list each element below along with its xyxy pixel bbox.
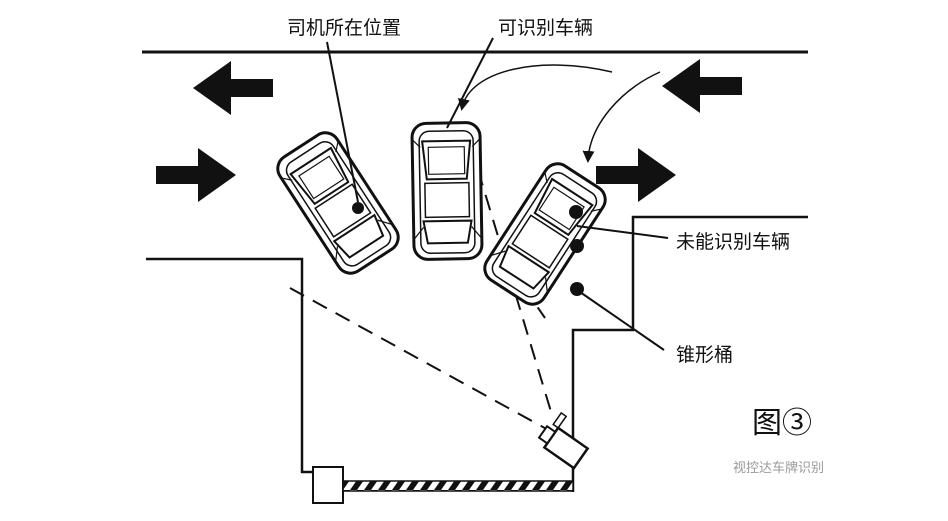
label-recognizable-vehicle: 可识别车辆 — [498, 17, 593, 39]
curved-arrow — [582, 71, 661, 163]
traffic-cone-dot — [570, 239, 584, 253]
curb-outline — [146, 257, 313, 474]
vehicle-unrecognizable — [477, 156, 613, 312]
label-driver-position: 司机所在位置 — [287, 17, 401, 39]
traffic-arrow-right-icon — [596, 148, 676, 202]
traffic-arrow-left-icon — [193, 61, 273, 115]
traffic-arrow-left-icon — [662, 59, 742, 113]
leader-line — [446, 37, 494, 129]
curb-outline — [571, 215, 808, 492]
label-unrecognizable-vehicle: 未能识别车辆 — [676, 231, 790, 253]
camera-view-line — [289, 287, 553, 433]
barrier-arm — [342, 480, 574, 492]
vehicle-recognizable — [410, 120, 484, 262]
traffic-arrow-right-icon — [156, 148, 236, 202]
leader-line — [579, 291, 665, 351]
curved-arrow — [457, 64, 613, 111]
vehicle-driver-side — [270, 125, 406, 281]
camera-view-line — [477, 169, 553, 416]
leader-line — [326, 41, 359, 203]
label-traffic-cone: 锥形桶 — [676, 344, 733, 366]
watermark-text: 视控达车牌识别 — [733, 460, 824, 476]
barrier-post — [312, 466, 344, 504]
driver-position-dot — [352, 202, 364, 214]
traffic-cone-dot — [569, 205, 583, 219]
leader-line — [576, 225, 669, 239]
camera-icon — [537, 411, 590, 470]
figure-label: 图③ — [752, 406, 812, 441]
